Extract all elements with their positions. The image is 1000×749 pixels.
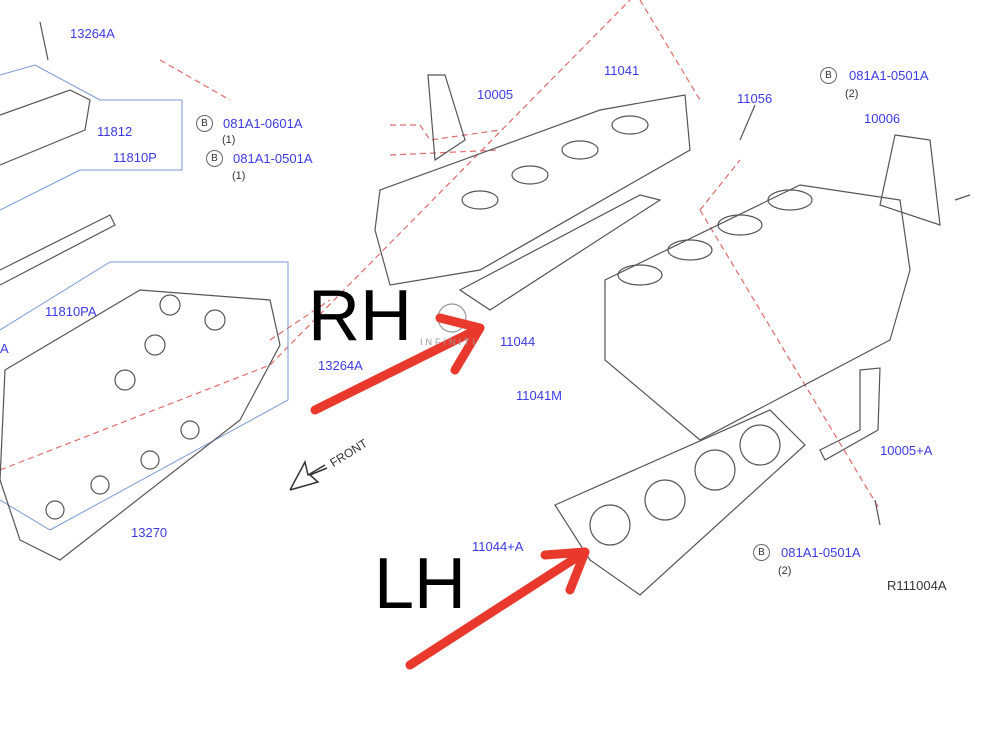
bolt-part-label[interactable]: 081A1-0601A (223, 116, 303, 131)
bolt-part-label[interactable]: 081A1-0501A (233, 151, 313, 166)
part-label[interactable]: A (0, 341, 9, 356)
bolt-badge-icon: B (753, 544, 770, 561)
front-arrow-icon (289, 459, 328, 491)
part-label[interactable]: 11041M (516, 388, 563, 403)
watermark: INFINITI (420, 337, 478, 347)
group-frames (0, 64, 289, 531)
part-label[interactable]: 11044 (500, 334, 536, 349)
part-outlines (0, 21, 971, 596)
bolt-qty: (1) (222, 134, 236, 146)
part-label[interactable]: 11056 (737, 91, 773, 106)
part-label[interactable]: 13270 (131, 525, 168, 540)
bolt-part-label[interactable]: 081A1-0501A (849, 68, 929, 83)
bolt-qty: (2) (845, 88, 859, 100)
bolt-part-label[interactable]: 081A1-0501A (781, 545, 861, 560)
bolt-badge-icon: B (206, 150, 223, 167)
part-label[interactable]: 11812 (97, 124, 133, 139)
part-label[interactable]: 11810PA (45, 304, 97, 319)
rh-arrow-icon (310, 313, 485, 415)
red-arrows (310, 313, 590, 670)
part-label[interactable]: 10006 (864, 111, 901, 126)
part-label[interactable]: 11044+A (472, 539, 524, 554)
part-label[interactable]: 11810P (113, 150, 157, 165)
lh-arrow-icon (405, 547, 590, 670)
part-label[interactable]: 10005+A (880, 443, 933, 458)
bolt-badge-icon: B (820, 67, 837, 84)
part-label[interactable]: 13264A (70, 26, 115, 41)
diagram-reference: R111004A (887, 578, 947, 593)
bolt-qty: (2) (778, 565, 792, 577)
rh-annotation: RH (308, 276, 412, 356)
bolt-badge-icon: B (196, 115, 213, 132)
part-label[interactable]: 13264A (318, 358, 363, 373)
part-label[interactable]: 11041 (604, 63, 640, 78)
lh-annotation: LH (374, 544, 467, 624)
part-label[interactable]: 10005 (477, 87, 514, 102)
bolt-qty: (1) (232, 170, 246, 182)
dashed-leader-lines (0, 0, 881, 511)
